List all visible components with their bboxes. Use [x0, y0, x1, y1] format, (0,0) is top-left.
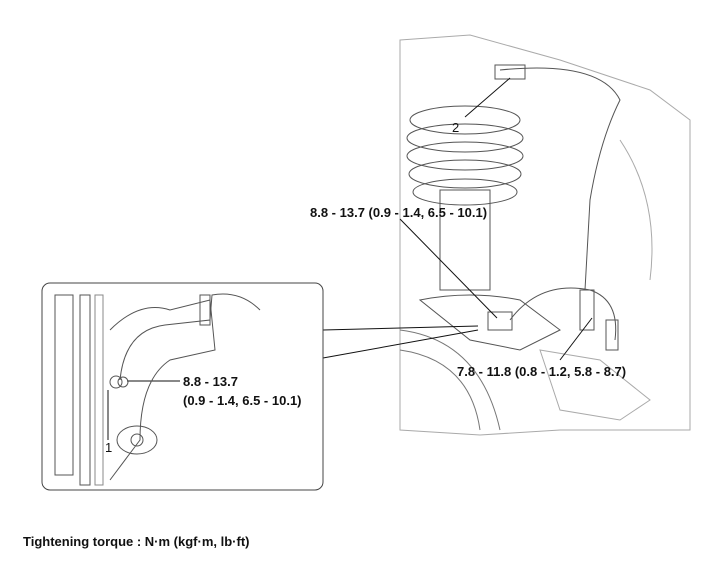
callout-part-1: 1 [105, 440, 113, 455]
inset-torque-label-2: (0.9 - 1.4, 6.5 - 10.1) [183, 393, 302, 408]
main-assembly-illustration [399, 34, 691, 436]
tightening-torque-units-note: Tightening torque : N·m (kgf·m, lb·ft) [23, 534, 250, 549]
torque-label-upper: 8.8 - 13.7 (0.9 - 1.4, 6.5 - 10.1) [310, 205, 488, 220]
inset-knuckle-illustration [54, 293, 261, 486]
callout-part-2: 2 [452, 120, 460, 135]
inset-torque-label-1: 8.8 - 13.7 [183, 374, 238, 389]
torque-label-lower: 7.8 - 11.8 (0.8 - 1.2, 5.8 - 8.7) [457, 364, 627, 379]
detail-inset-frame [41, 282, 324, 491]
leader-lines [107, 77, 593, 440]
